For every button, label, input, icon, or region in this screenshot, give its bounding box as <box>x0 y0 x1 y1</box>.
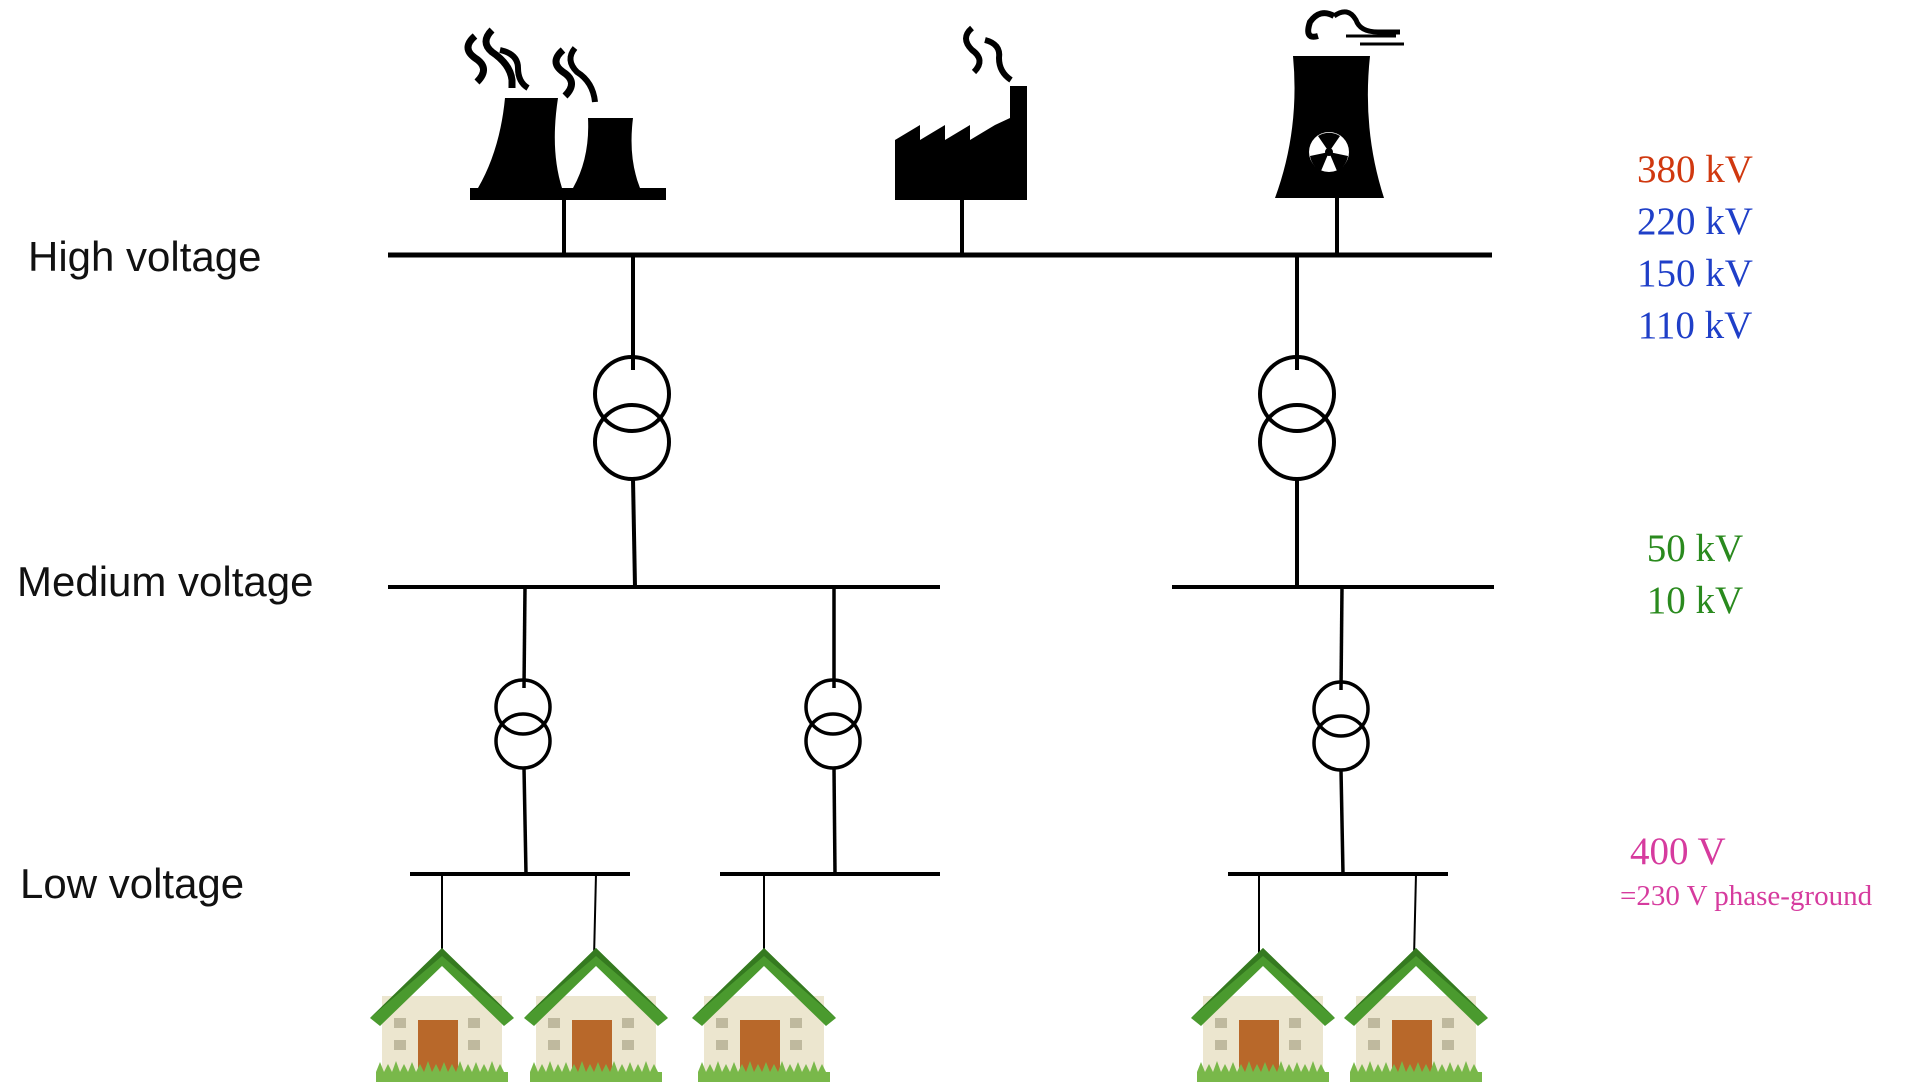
medium-voltage-label: Medium voltage <box>17 558 314 605</box>
voltage-value: 380 kV <box>1637 148 1753 191</box>
transformer-hv-mv-right <box>1258 355 1336 481</box>
house-icon <box>692 948 836 1082</box>
voltage-value: 50 kV <box>1646 527 1744 570</box>
voltage-value: 150 kV <box>1637 252 1753 295</box>
house-icon <box>524 948 668 1082</box>
transformer-hv-mv-left <box>593 355 671 481</box>
house-icon <box>370 948 514 1082</box>
high-voltage-values: 380 kV 220 kV 150 kV 110 kV <box>1610 144 1780 352</box>
voltage-value: 400 V <box>1630 830 1726 873</box>
voltage-value: 110 kV <box>1637 304 1753 347</box>
transformer-mv-lv-1 <box>494 678 552 770</box>
low-voltage-label: Low voltage <box>20 860 245 907</box>
voltage-value: 10 kV <box>1646 579 1744 622</box>
transformer-mv-lv-2 <box>804 678 862 770</box>
medium-voltage-values: 50 kV 10 kV <box>1610 523 1780 627</box>
transformer-mv-lv-3 <box>1312 680 1370 772</box>
high-voltage-label: High voltage <box>28 233 262 280</box>
factory-icon <box>895 25 1027 200</box>
voltage-value: 220 kV <box>1637 200 1753 243</box>
house-icon <box>1191 948 1335 1082</box>
cooling-towers-icon <box>464 27 666 200</box>
low-voltage-values: 400 V =230 V phase-ground <box>1620 826 1910 914</box>
phase-ground-note: =230 V phase-ground <box>1620 880 1873 912</box>
house-icon <box>1344 948 1488 1082</box>
nuclear-plant-icon <box>1275 9 1404 198</box>
